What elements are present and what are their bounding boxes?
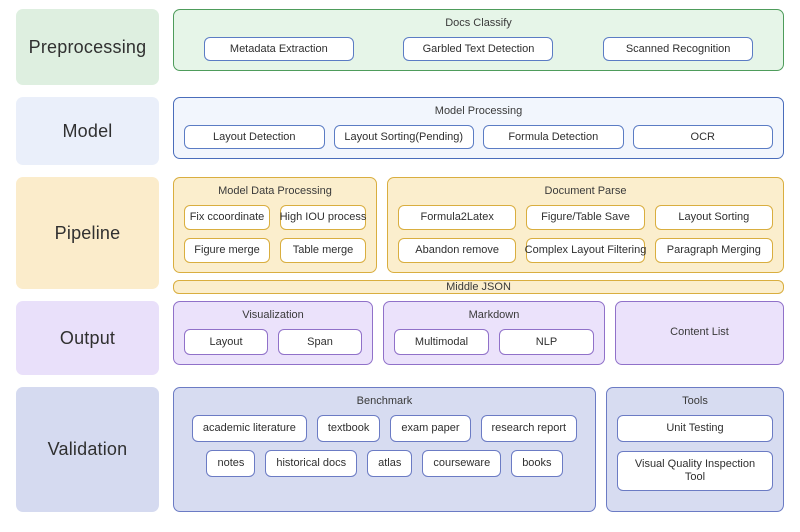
stage-body-output: Visualization Layout Span Markdown Multi… xyxy=(173,301,784,375)
group-title-benchmark: Benchmark xyxy=(356,395,413,407)
group-tools: Tools Unit Testing Visual Quality Inspec… xyxy=(606,387,784,512)
stage-label-pipeline: Pipeline xyxy=(16,177,159,289)
chip-row-markdown: Multimodal NLP xyxy=(394,329,594,355)
group-visualization: Visualization Layout Span xyxy=(173,301,373,365)
group-title-model-data-processing: Model Data Processing xyxy=(218,185,332,197)
chip-row-benchmark-2: notes historical docs atlas courseware b… xyxy=(184,450,585,477)
chip-row-mdp-2: Figure merge Table merge xyxy=(184,238,366,263)
chip-row-dparse-2: Abandon remove Complex Layout Filtering … xyxy=(398,238,773,263)
stage-label-validation: Validation xyxy=(16,387,159,512)
stage-body-preprocessing: Docs Classify Metadata Extraction Garble… xyxy=(173,9,784,85)
chip-abandon-remove[interactable]: Abandon remove xyxy=(398,238,517,263)
chip-formula-detection[interactable]: Formula Detection xyxy=(483,125,624,149)
group-model-processing: Model Processing Layout Detection Layout… xyxy=(173,97,784,159)
chip-research-report[interactable]: research report xyxy=(480,415,578,442)
group-title-visualization: Visualization xyxy=(242,309,304,321)
stage-body-model: Model Processing Layout Detection Layout… xyxy=(173,97,784,165)
chip-row-docs-classify: Metadata Extraction Garbled Text Detecti… xyxy=(184,37,773,61)
group-markdown: Markdown Multimodal NLP xyxy=(383,301,605,365)
chip-complex-layout-filtering[interactable]: Complex Layout Filtering xyxy=(525,238,646,263)
chip-visual-quality-inspection-tool[interactable]: Visual Quality Inspection Tool xyxy=(617,451,773,491)
group-model-data-processing: Model Data Processing Fix ccoordinate Hi… xyxy=(173,177,377,273)
stage-label-preprocessing: Preprocessing xyxy=(16,9,159,85)
chip-unit-testing[interactable]: Unit Testing xyxy=(617,415,773,442)
chip-row-mdp-1: Fix ccoordinate High IOU process xyxy=(184,205,366,230)
chip-metadata-extraction[interactable]: Metadata Extraction xyxy=(203,37,354,61)
chip-row-benchmark-1: academic literature textbook exam paper … xyxy=(184,415,585,442)
chip-row-model-processing: Layout Detection Layout Sorting(Pending)… xyxy=(184,125,773,149)
chip-high-iou-process[interactable]: High IOU process xyxy=(280,205,366,230)
chip-row-tools: Unit Testing Visual Quality Inspection T… xyxy=(617,415,773,491)
group-row-validation: Benchmark academic literature textbook e… xyxy=(173,387,784,512)
chip-multimodal[interactable]: Multimodal xyxy=(394,329,489,355)
stage-row-output: Output Visualization Layout Span Markdow… xyxy=(16,301,784,375)
group-document-parse: Document Parse Formula2Latex Figure/Tabl… xyxy=(387,177,784,273)
chip-exam-paper[interactable]: exam paper xyxy=(390,415,471,442)
chip-layout-sorting-pending[interactable]: Layout Sorting(Pending) xyxy=(333,125,474,149)
group-title-document-parse: Document Parse xyxy=(544,185,627,197)
group-title-docs-classify: Docs Classify xyxy=(445,17,512,29)
chip-historical-docs[interactable]: historical docs xyxy=(265,450,358,477)
chip-atlas[interactable]: atlas xyxy=(367,450,413,477)
chip-academic-literature[interactable]: academic literature xyxy=(191,415,307,442)
group-title-markdown: Markdown xyxy=(468,309,520,321)
chip-garbled-text-detection[interactable]: Garbled Text Detection xyxy=(403,37,554,61)
label-content-list: Content List xyxy=(670,326,729,338)
chip-ocr[interactable]: OCR xyxy=(632,125,773,149)
chip-scanned-recognition[interactable]: Scanned Recognition xyxy=(603,37,754,61)
chip-notes[interactable]: notes xyxy=(206,450,256,477)
group-content-list: Content List xyxy=(615,301,784,365)
stage-row-preprocessing: Preprocessing Docs Classify Metadata Ext… xyxy=(16,9,784,85)
chip-formula2latex[interactable]: Formula2Latex xyxy=(398,205,517,230)
chip-textbook[interactable]: textbook xyxy=(316,415,381,442)
chip-figure-table-save[interactable]: Figure/Table Save xyxy=(526,205,645,230)
group-row-pipeline: Model Data Processing Fix ccoordinate Hi… xyxy=(173,177,784,273)
chip-row-dparse-1: Formula2Latex Figure/Table Save Layout S… xyxy=(398,205,773,230)
chip-books[interactable]: books xyxy=(511,450,563,477)
group-docs-classify: Docs Classify Metadata Extraction Garble… xyxy=(173,9,784,71)
stage-row-pipeline: Pipeline Model Data Processing Fix ccoor… xyxy=(16,177,784,294)
chip-courseware[interactable]: courseware xyxy=(422,450,502,477)
stage-row-validation: Validation Benchmark academic literature… xyxy=(16,387,784,512)
chip-table-merge[interactable]: Table merge xyxy=(280,238,366,263)
group-title-tools: Tools xyxy=(682,395,708,407)
group-title-model-processing: Model Processing xyxy=(434,105,523,117)
group-row-output: Visualization Layout Span Markdown Multi… xyxy=(173,301,784,365)
stage-label-model: Model xyxy=(16,97,159,165)
stage-body-validation: Benchmark academic literature textbook e… xyxy=(173,387,784,512)
chip-fix-ccoordinate[interactable]: Fix ccoordinate xyxy=(184,205,270,230)
chip-layout-detection[interactable]: Layout Detection xyxy=(184,125,325,149)
chip-nlp[interactable]: NLP xyxy=(499,329,594,355)
chip-layout[interactable]: Layout xyxy=(184,329,268,355)
chip-paragraph-merging[interactable]: Paragraph Merging xyxy=(654,238,773,263)
stage-label-output: Output xyxy=(16,301,159,375)
chip-row-visualization: Layout Span xyxy=(184,329,362,355)
group-row-model: Model Processing Layout Detection Layout… xyxy=(173,97,784,159)
stage-body-pipeline: Model Data Processing Fix ccoordinate Hi… xyxy=(173,177,784,294)
group-benchmark: Benchmark academic literature textbook e… xyxy=(173,387,596,512)
band-middle-json: Middle JSON xyxy=(173,280,784,294)
chip-layout-sorting[interactable]: Layout Sorting xyxy=(654,205,773,230)
chip-figure-merge[interactable]: Figure merge xyxy=(184,238,270,263)
chip-span[interactable]: Span xyxy=(278,329,362,355)
group-row-preprocessing: Docs Classify Metadata Extraction Garble… xyxy=(173,9,784,71)
stage-row-model: Model Model Processing Layout Detection … xyxy=(16,97,784,165)
